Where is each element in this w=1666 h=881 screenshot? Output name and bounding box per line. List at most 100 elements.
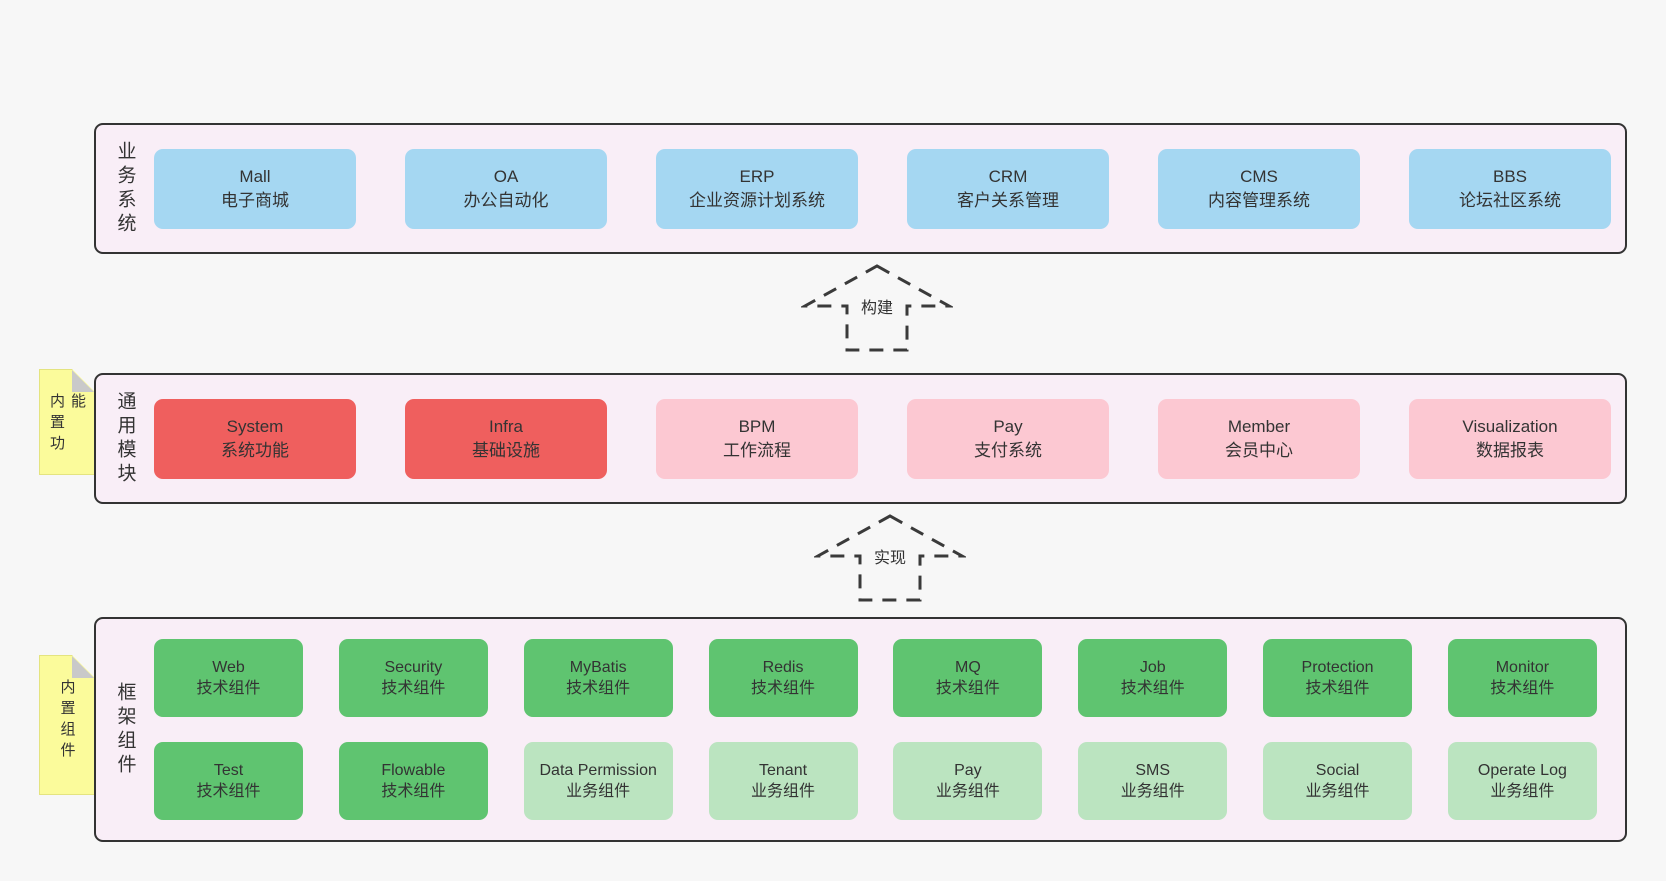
node-web: Web 技术组件 [154, 639, 303, 717]
sticky-note-built-in-components: 内置组件 [39, 655, 95, 795]
node-subtitle: 技术组件 [566, 680, 631, 697]
sticky-note-built-in-features: 内置功能 [39, 369, 95, 475]
node-visualization: Visualization 数据报表 [1409, 398, 1611, 479]
node-bpm: BPM 工作流程 [656, 398, 858, 479]
band-framework-components: 框架组件 Web 技术组件 Security 技术组件 MyBatis 技术组件… [94, 617, 1627, 842]
sticky-note-label: 内置功能 [48, 393, 86, 456]
node-operate-log: Operate Log 业务组件 [1447, 742, 1597, 820]
node-subtitle: 支付系统 [974, 440, 1042, 460]
node-redis: Redis 技术组件 [708, 639, 858, 717]
node-title: Visualization [1462, 416, 1558, 436]
arrow-build-label: 构建 [856, 293, 898, 320]
node-title: Social [1315, 762, 1360, 779]
node-title: Job [1139, 659, 1166, 676]
framework-components-grid: Web 技术组件 Security 技术组件 MyBatis 技术组件 Redi… [154, 619, 1625, 840]
node-title: Pay [993, 416, 1023, 436]
node-subtitle: 业务组件 [751, 783, 816, 800]
node-title: Operate Log [1477, 762, 1567, 779]
node-oa: OA 办公自动化 [405, 148, 607, 229]
node-job: Job 技术组件 [1078, 639, 1228, 717]
band-label-business-systems: 业务系统 [114, 140, 136, 237]
node-subtitle: 业务组件 [566, 783, 631, 800]
node-subtitle: 会员中心 [1225, 440, 1293, 460]
common-modules-row: System 系统功能 Infra 基础设施 BPM 工作流程 Pay 支付系统… [154, 375, 1625, 502]
node-crm: CRM 客户关系管理 [907, 148, 1109, 229]
band-business-systems: 业务系统 Mall 电子商城 OA 办公自动化 ERP 企业资源计划系统 CRM… [94, 123, 1627, 254]
node-subtitle: 业务组件 [1490, 783, 1555, 800]
node-title: BPM [738, 416, 776, 436]
node-subtitle: 技术组件 [196, 680, 261, 697]
node-cms: CMS 内容管理系统 [1158, 148, 1360, 229]
node-title: MyBatis [569, 659, 627, 676]
node-title: ERP [739, 166, 775, 186]
sticky-note-label: 内置组件 [58, 679, 76, 763]
node-system: System 系统功能 [154, 398, 356, 479]
node-title: BBS [1492, 166, 1528, 186]
node-member: Member 会员中心 [1158, 398, 1360, 479]
node-pay-component: Pay 业务组件 [893, 742, 1043, 820]
node-title: Security [384, 659, 443, 676]
node-subtitle: 业务组件 [1120, 783, 1185, 800]
node-title: Redis [762, 659, 804, 676]
node-title: Infra [488, 416, 524, 436]
node-title: Web [212, 659, 245, 676]
tech-components-row: Web 技术组件 Security 技术组件 MyBatis 技术组件 Redi… [154, 639, 1597, 717]
node-protection: Protection 技术组件 [1263, 639, 1413, 717]
node-title: Test [213, 762, 244, 779]
node-subtitle: 业务组件 [1305, 783, 1370, 800]
node-title: MQ [954, 659, 981, 676]
node-subtitle: 内容管理系统 [1208, 190, 1310, 210]
node-title: CMS [1240, 166, 1278, 186]
node-infra: Infra 基础设施 [405, 398, 607, 479]
node-monitor: Monitor 技术组件 [1447, 639, 1597, 717]
node-title: CRM [988, 166, 1028, 186]
node-mq: MQ 技术组件 [893, 639, 1043, 717]
node-subtitle: 企业资源计划系统 [689, 190, 825, 210]
node-subtitle: 数据报表 [1476, 440, 1544, 460]
node-title: Pay [954, 762, 982, 779]
arrow-up-icon [814, 514, 966, 602]
node-subtitle: 技术组件 [1490, 680, 1555, 697]
band-common-modules: 通用模块 System 系统功能 Infra 基础设施 BPM 工作流程 Pay… [94, 373, 1627, 504]
node-subtitle: 论坛社区系统 [1459, 190, 1561, 210]
node-subtitle: 技术组件 [935, 680, 1000, 697]
node-subtitle: 电子商城 [221, 190, 289, 210]
node-title: Data Permission [539, 762, 657, 779]
arrow-implement: 实现 [814, 512, 966, 604]
node-sms: SMS 业务组件 [1078, 742, 1228, 820]
node-subtitle: 技术组件 [751, 680, 816, 697]
node-mybatis: MyBatis 技术组件 [523, 639, 673, 717]
node-title: Monitor [1495, 659, 1550, 676]
arrow-implement-label: 实现 [869, 543, 911, 570]
node-title: Tenant [759, 762, 808, 779]
node-data-permission: Data Permission 业务组件 [523, 742, 673, 820]
node-subtitle: 办公自动化 [463, 190, 549, 210]
node-pay-system: Pay 支付系统 [907, 398, 1109, 479]
node-title: Mall [239, 166, 271, 186]
node-subtitle: 技术组件 [196, 783, 261, 800]
node-title: OA [493, 166, 519, 186]
node-title: SMS [1135, 762, 1171, 779]
node-subtitle: 技术组件 [381, 783, 446, 800]
node-social: Social 业务组件 [1263, 742, 1413, 820]
node-subtitle: 工作流程 [723, 440, 791, 460]
node-subtitle: 技术组件 [1305, 680, 1370, 697]
node-subtitle: 技术组件 [381, 680, 446, 697]
node-subtitle: 基础设施 [472, 440, 540, 460]
arrow-build: 构建 [801, 262, 953, 354]
node-title: Protection [1301, 659, 1374, 676]
node-security: Security 技术组件 [338, 639, 488, 717]
node-title: Member [1227, 416, 1291, 436]
business-systems-row: Mall 电子商城 OA 办公自动化 ERP 企业资源计划系统 CRM 客户关系… [154, 125, 1625, 252]
node-subtitle: 系统功能 [221, 440, 289, 460]
band-label-common-modules: 通用模块 [114, 390, 136, 487]
biz-components-row: Test 技术组件 Flowable 技术组件 Data Permission … [154, 742, 1597, 820]
node-subtitle: 业务组件 [935, 783, 1000, 800]
node-subtitle: 技术组件 [1120, 680, 1185, 697]
band-label-framework-components: 框架组件 [114, 681, 136, 778]
node-bbs: BBS 论坛社区系统 [1409, 148, 1611, 229]
node-tenant: Tenant 业务组件 [708, 742, 858, 820]
node-erp: ERP 企业资源计划系统 [656, 148, 858, 229]
node-title: System [226, 416, 284, 436]
